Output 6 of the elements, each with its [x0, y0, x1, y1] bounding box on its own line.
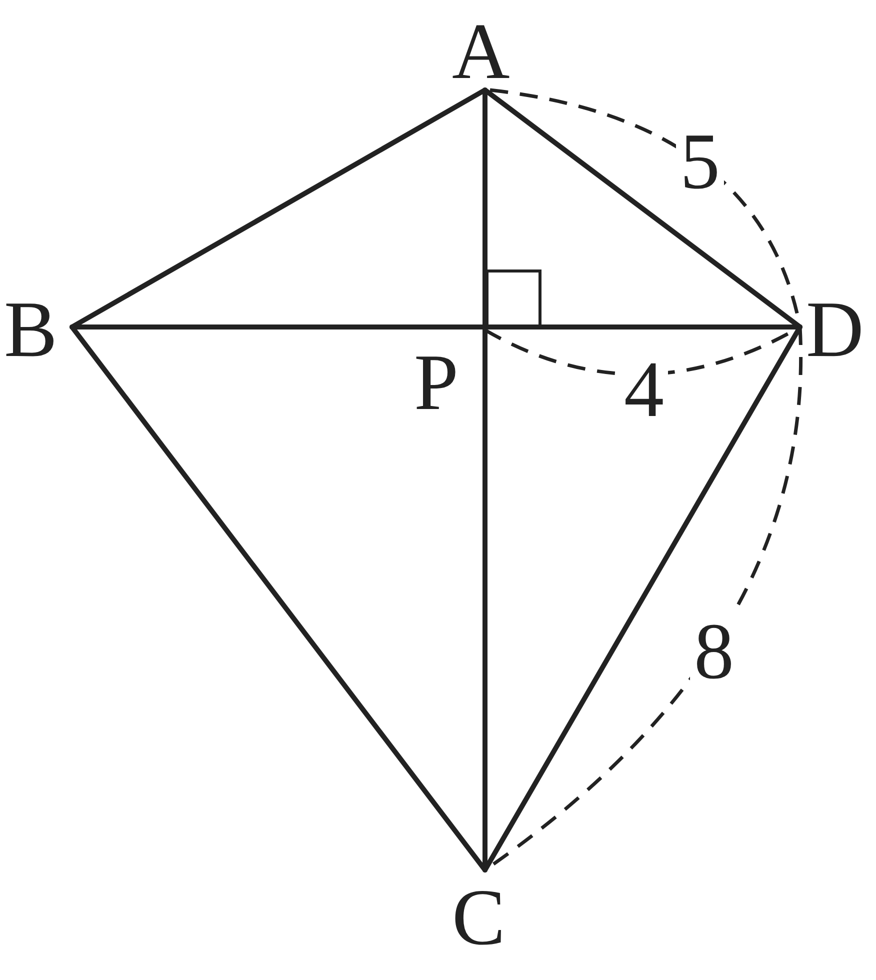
vertex-label: D [806, 290, 864, 370]
vertex-label: P [414, 343, 458, 423]
vertex-label: A [452, 12, 510, 92]
vertex-label: B [4, 290, 58, 370]
vertex-label: C [452, 878, 506, 958]
line-segment [70, 324, 488, 872]
